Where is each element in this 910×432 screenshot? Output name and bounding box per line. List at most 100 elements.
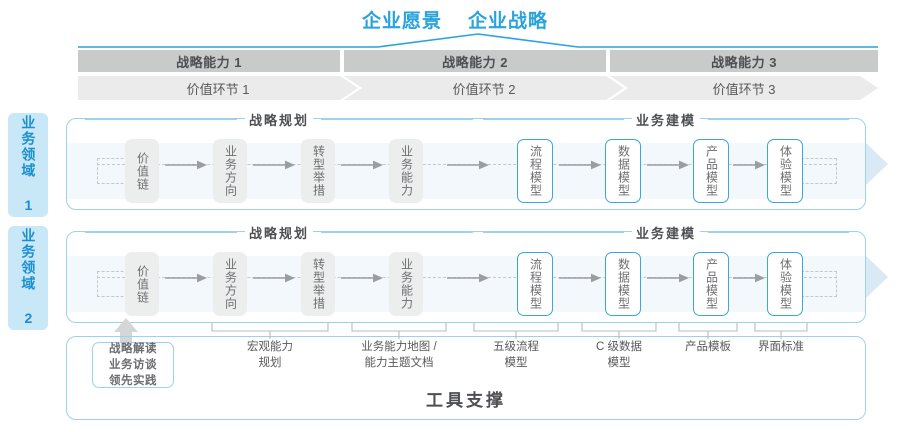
domain-1-node-1[interactable]: 价值链 (125, 139, 159, 203)
domain-2-node-5[interactable]: 流程模型 (517, 252, 553, 316)
domain-2-section-strategy: 战略规划 (85, 223, 474, 242)
brace-process-model (473, 323, 559, 339)
domain-2-section-modeling-title: 业务建模 (632, 223, 701, 242)
domain-1-node-2[interactable]: 业务方向 (213, 139, 247, 203)
strategy-box-line-1: 战略解读 (109, 342, 157, 355)
diagram-title-group: 企业愿景 企业战略 (0, 4, 910, 34)
domain-1-node-8-label: 体验模型 (778, 145, 793, 197)
domain-2-node-3-label: 转型举措 (311, 258, 326, 310)
side-label-domain-1-text: 业务领域 1 (20, 115, 37, 215)
brace-capability-map (351, 323, 447, 339)
brace-product-template (678, 323, 738, 339)
domain-1-section-modeling-title: 业务建模 (632, 110, 701, 129)
domain-2-node-7[interactable]: 产品模型 (693, 252, 729, 316)
domain-2-section-strategy-title: 战略规划 (245, 223, 314, 242)
domain-1-node-5-label: 流程模型 (528, 145, 543, 197)
strategy-box-line-2: 业务访谈 (109, 358, 157, 371)
bottom-label-capability-map: 业务能力地图 / 能力主题文档 (339, 340, 459, 371)
bottom-label-data-model: C 级数据 模型 (559, 340, 679, 371)
side-label-domain-1: 业务领域 1 (8, 113, 48, 217)
bottom-label-process-model-line-1: 五级流程 (493, 341, 539, 353)
domain-1-node-3-label: 转型举措 (311, 145, 326, 197)
domain-2-arrow-5 (559, 273, 601, 283)
strategy-box-line-3: 领先实践 (109, 375, 157, 388)
domain-2-arrow-3 (341, 273, 383, 283)
domain-1-arrow-6 (647, 160, 689, 170)
value-chain-2-label: 价值环节 2 (452, 81, 516, 97)
domain-1-node-6[interactable]: 数据模型 (605, 139, 641, 203)
domain-1-dashed-end (801, 158, 837, 184)
domain-2-arrow-1 (165, 273, 207, 283)
domain-2-node-3[interactable]: 转型举措 (301, 252, 335, 316)
capability-bar-2: 战略能力 2 (344, 50, 606, 72)
bottom-label-data-model-line-2: 模型 (607, 356, 631, 369)
domain-1-node-7[interactable]: 产品模型 (693, 139, 729, 203)
domain-2-node-2-label: 业务方向 (223, 258, 238, 310)
domain-1-node-4[interactable]: 业务能力 (389, 139, 423, 203)
domain-2-arrow-7 (733, 273, 765, 283)
domain-1-arrow-2 (253, 160, 295, 170)
bottom-label-ui-standard: 界面标准 (721, 340, 841, 356)
domain-1-node-6-label: 数据模型 (616, 145, 631, 197)
domain-2-node-1-label: 价值链 (135, 264, 150, 304)
domain-2-dashed-end (801, 271, 837, 297)
brace-macro-capability (211, 323, 329, 339)
value-chain-1: 价值环节 1 (78, 76, 358, 100)
bottom-label-process-model: 五级流程 模型 (456, 340, 576, 371)
domain-1-section-strategy: 战略规划 (85, 110, 474, 129)
side-label-domain-2: 业务领域 2 (8, 226, 48, 330)
title-strategy: 企业战略 (468, 10, 549, 32)
tool-support-title: 工具支撑 (426, 391, 506, 410)
domain-2-node-6[interactable]: 数据模型 (605, 252, 641, 316)
domain-1-node-3[interactable]: 转型举措 (301, 139, 335, 203)
domain-1-node-8[interactable]: 体验模型 (767, 139, 803, 203)
value-chain-3-label: 价值环节 3 (712, 81, 776, 97)
domain-1-node-5[interactable]: 流程模型 (517, 139, 553, 203)
domain-1-arrow-4 (447, 160, 489, 170)
domain-2-band (67, 256, 865, 312)
domain-2-node-2[interactable]: 业务方向 (213, 252, 247, 316)
domain-2-node-8-label: 体验模型 (778, 258, 793, 310)
side-label-domain-2-text: 业务领域 2 (20, 228, 37, 328)
bottom-label-product-template-line-1: 产品模板 (685, 341, 731, 353)
bottom-label-product-template: 产品模板 (648, 340, 768, 356)
domain-1-node-1-label: 价值链 (135, 151, 150, 191)
domain-2-section-modeling: 业务建模 (483, 223, 850, 242)
domain-2-arrow-2 (253, 273, 295, 283)
bottom-label-macro-capability-line-2: 规划 (258, 356, 282, 369)
domain-2-node-4-label: 业务能力 (399, 258, 414, 310)
domain-1-arrow-7 (733, 160, 765, 170)
bottom-label-capability-map-line-1: 业务能力地图 / (361, 341, 437, 353)
domain-2-node-6-label: 数据模型 (616, 258, 631, 310)
capability-bar-row: 战略能力 1 战略能力 2 战略能力 3 (78, 50, 878, 72)
domain-2-node-4[interactable]: 业务能力 (389, 252, 423, 316)
domain-row-2: 战略规划 业务建模 价值链 业务方向 转型举措 业务能力 流程模型 数据模型 (66, 223, 866, 323)
domain-1-section-modeling: 业务建模 (483, 110, 850, 129)
domain-2-node-1[interactable]: 价值链 (125, 252, 159, 316)
bottom-label-ui-standard-line-1: 界面标准 (758, 341, 804, 353)
bottom-label-data-model-line-1: C 级数据 (596, 341, 642, 353)
domain-2-arrow-6 (647, 273, 689, 283)
domain-1-arrow-1 (165, 160, 207, 170)
title-chevron-connector (78, 33, 878, 48)
domain-2-node-5-label: 流程模型 (528, 258, 543, 310)
domain-1-arrow-5 (559, 160, 601, 170)
value-chain-row: 价值环节 1 价值环节 2 价值环节 3 (78, 76, 878, 100)
domain-2-node-8[interactable]: 体验模型 (767, 252, 803, 316)
brace-data-model (581, 323, 657, 339)
bottom-label-capability-map-line-2: 能力主题文档 (364, 356, 434, 369)
domain-1-node-4-label: 业务能力 (399, 145, 414, 197)
bottom-label-process-model-line-2: 模型 (504, 356, 528, 369)
brace-ui-standard (754, 323, 808, 339)
domain-2-node-7-label: 产品模型 (704, 258, 719, 310)
domain-1-node-7-label: 产品模型 (704, 145, 719, 197)
bottom-label-macro-capability: 宏观能力 规划 (210, 340, 330, 371)
strategy-interpretation-box[interactable]: 战略解读 业务访谈 领先实践 (92, 342, 174, 388)
domain-2-arrow-4 (447, 273, 489, 283)
domain-1-arrow-3 (341, 160, 383, 170)
capability-bar-3: 战略能力 3 (610, 50, 878, 72)
value-chain-3: 价值环节 3 (610, 76, 878, 100)
domain-1-section-strategy-title: 战略规划 (245, 110, 314, 129)
value-chain-2: 价值环节 2 (344, 76, 624, 100)
